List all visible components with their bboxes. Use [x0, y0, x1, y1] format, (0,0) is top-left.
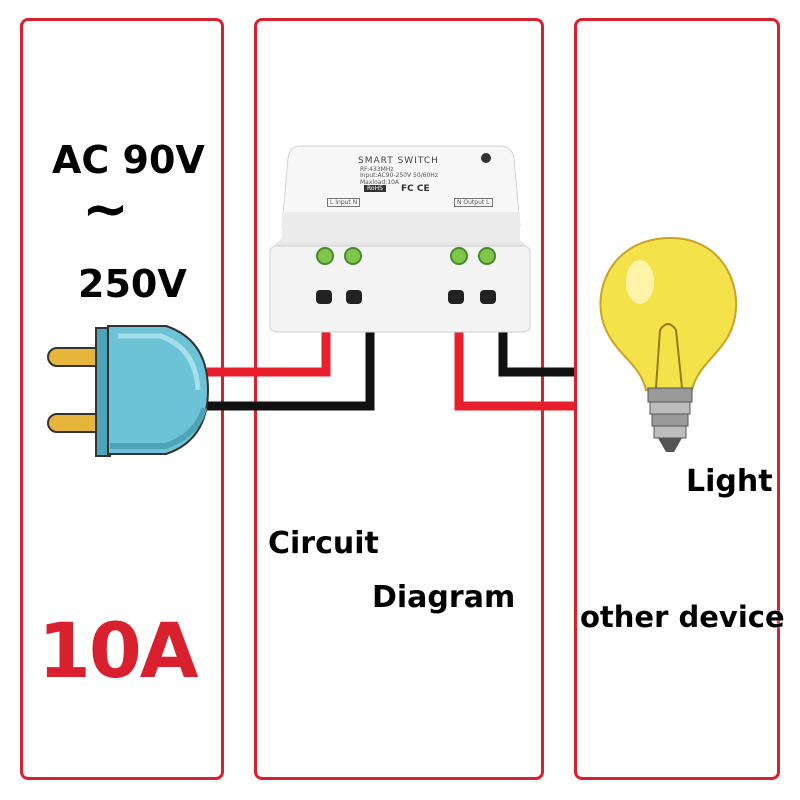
voltage-range-end: 250V — [78, 262, 187, 306]
input-live-wire — [207, 326, 331, 377]
input-neutral-wire — [207, 326, 375, 411]
status-led-icon — [481, 153, 491, 163]
input-terminal-label: L Input N — [327, 198, 361, 207]
switch-frequency: RF:433MHz — [360, 166, 394, 173]
plug-body — [107, 325, 210, 455]
load-light-label: Light — [686, 464, 773, 499]
power-supply-panel — [20, 18, 224, 780]
terminal-screws — [316, 247, 496, 265]
load-other-device-label: other device — [580, 600, 785, 634]
output-terminal-label: N Output L — [454, 198, 493, 207]
switch-title: SMART SWITCH — [358, 156, 439, 166]
certification-marks: FC CE — [401, 184, 430, 194]
rohs-badge: RoHS — [364, 185, 386, 192]
output-live-wire — [454, 326, 574, 411]
caption-circuit: Circuit — [268, 526, 379, 561]
caption-diagram: Diagram — [372, 580, 516, 615]
switch-max-load: Maxload:10A — [360, 179, 399, 186]
light-bulb-icon — [599, 236, 737, 452]
wires — [207, 326, 574, 411]
switch-input-rating: Input:AC90-250V 50/60Hz — [360, 172, 438, 179]
range-tilde: ~ — [82, 177, 129, 242]
smart-switch-module — [269, 145, 531, 333]
current-rating: 10A — [38, 606, 199, 695]
load-panel — [574, 18, 780, 780]
plug-icon — [47, 325, 210, 457]
switch-panel — [254, 18, 544, 780]
wire-ports — [316, 290, 496, 304]
output-neutral-wire — [498, 326, 574, 377]
voltage-range-start: AC 90V — [52, 138, 205, 182]
